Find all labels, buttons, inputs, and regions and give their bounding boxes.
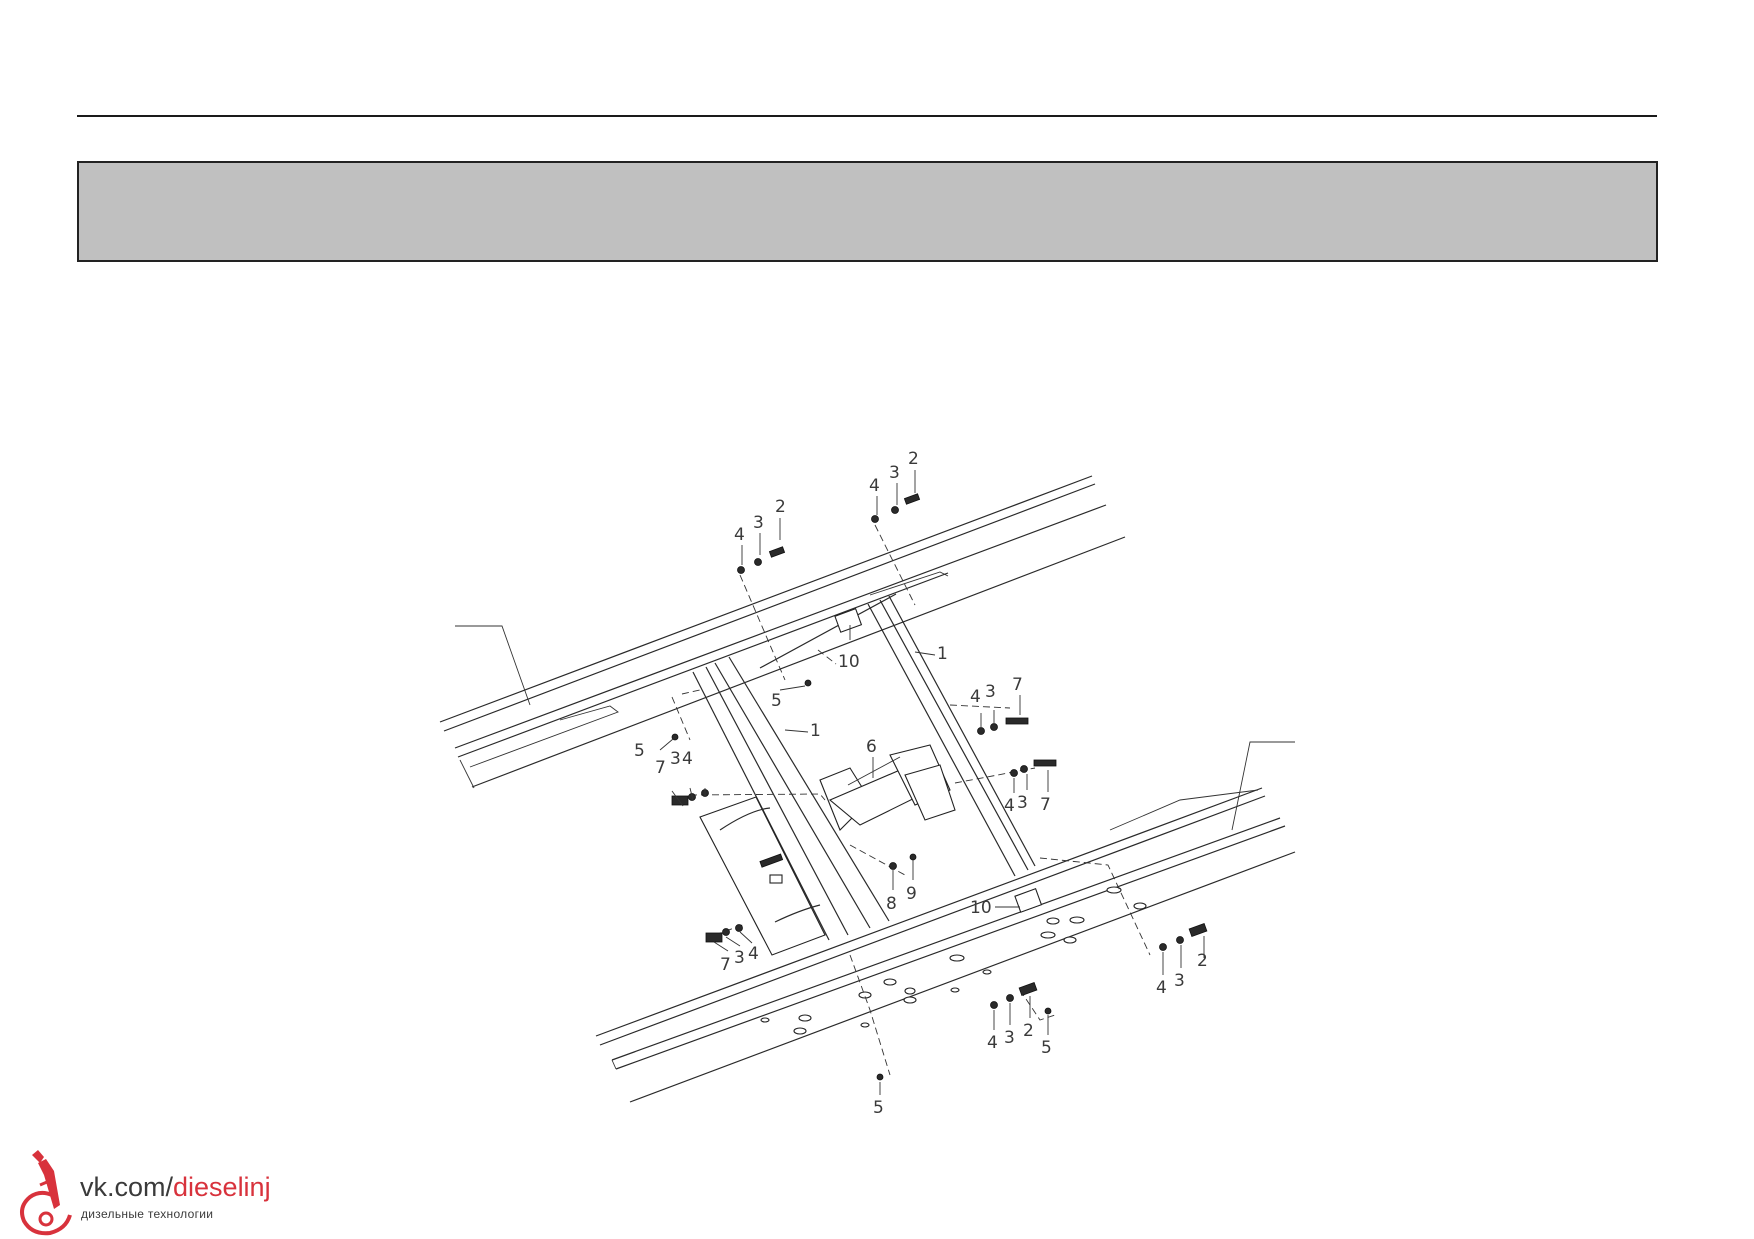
watermark-url: vk.com/dieselinj — [80, 1172, 271, 1203]
callout-label: 3 — [985, 682, 996, 702]
callout-label: 6 — [866, 737, 877, 757]
pad-upper — [834, 608, 863, 633]
watermark-subtitle: дизельные технологии — [81, 1207, 214, 1221]
callout-label: 4 — [869, 476, 880, 496]
callout-label: 4 — [1156, 978, 1167, 998]
mounting-plate — [699, 796, 826, 956]
callout-label: 2 — [775, 497, 786, 517]
callout-label: 5 — [873, 1098, 884, 1118]
leader-lines — [455, 470, 1295, 1095]
callout-label: 2 — [1197, 951, 1208, 971]
header-rule — [77, 115, 1657, 117]
callout-label: 3 — [734, 948, 745, 968]
callout-label: 3 — [1017, 793, 1028, 813]
callout-label: 7 — [655, 758, 666, 778]
callout-label: 7 — [1040, 795, 1051, 815]
callout-labels: 2 3 4 2 3 4 10 1 5 1 5 7 3 4 4 3 7 6 4 3… — [634, 449, 1208, 1118]
upper-side-rail — [439, 475, 1126, 789]
callout-label: 2 — [908, 449, 919, 469]
dieselinj-logo-icon — [20, 1150, 72, 1236]
title-band — [77, 161, 1658, 262]
callout-label: 3 — [1174, 971, 1185, 991]
callout-label: 7 — [720, 955, 731, 975]
bracket-assembly — [819, 744, 956, 831]
assembly-lines — [671, 524, 1151, 1076]
callout-label: 3 — [889, 463, 900, 483]
callout-label: 4 — [987, 1033, 998, 1053]
callout-label: 2 — [1023, 1021, 1034, 1041]
callout-label: 1 — [810, 721, 821, 741]
callout-label: 5 — [634, 741, 645, 761]
lower-side-rail — [595, 787, 1296, 1103]
callout-label: 5 — [771, 691, 782, 711]
callout-label: 4 — [748, 944, 759, 964]
callout-label: 3 — [670, 749, 681, 769]
crossmember-right — [759, 593, 1036, 877]
callout-label: 9 — [906, 884, 917, 904]
callout-label: 7 — [1012, 675, 1023, 695]
callout-label: 8 — [886, 894, 897, 914]
callout-label: 5 — [1041, 1038, 1052, 1058]
callout-label: 1 — [937, 644, 948, 664]
callout-label: 10 — [970, 898, 992, 918]
pad-lower — [1014, 888, 1043, 913]
callout-label: 4 — [1004, 796, 1015, 816]
callout-label: 4 — [682, 749, 693, 769]
callout-label: 4 — [970, 687, 981, 707]
watermark-domain: vk.com/ — [80, 1172, 174, 1202]
watermark-handle: dieselinj — [173, 1172, 271, 1202]
callout-label: 10 — [838, 652, 860, 672]
callout-label: 3 — [753, 513, 764, 533]
fasteners — [671, 493, 1208, 1081]
callout-label: 3 — [1004, 1028, 1015, 1048]
callout-label: 4 — [734, 525, 745, 545]
